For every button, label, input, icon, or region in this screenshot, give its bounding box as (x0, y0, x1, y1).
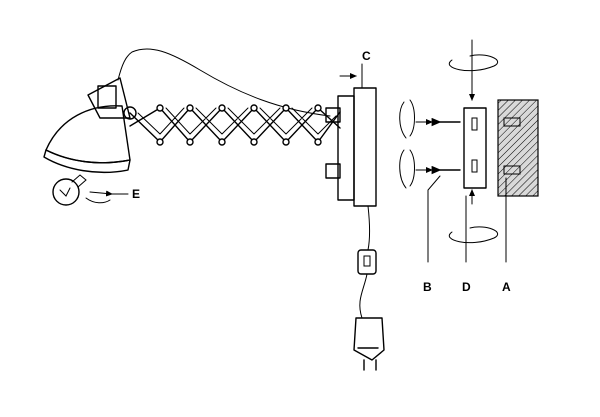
screws (399, 99, 461, 189)
label-b: B (423, 280, 432, 294)
mounting-plate (448, 39, 499, 244)
label-a: A (502, 280, 511, 294)
label-c: C (362, 49, 371, 63)
wall (497, 99, 539, 197)
lamp-shade (43, 48, 331, 173)
wall-bracket (325, 63, 377, 207)
scissor-arm (129, 104, 341, 146)
label-e: E (132, 187, 140, 201)
leader-lines (109, 175, 507, 263)
light-bulb-icon (52, 174, 113, 206)
label-d: D (462, 280, 471, 294)
power-cord (353, 205, 385, 371)
